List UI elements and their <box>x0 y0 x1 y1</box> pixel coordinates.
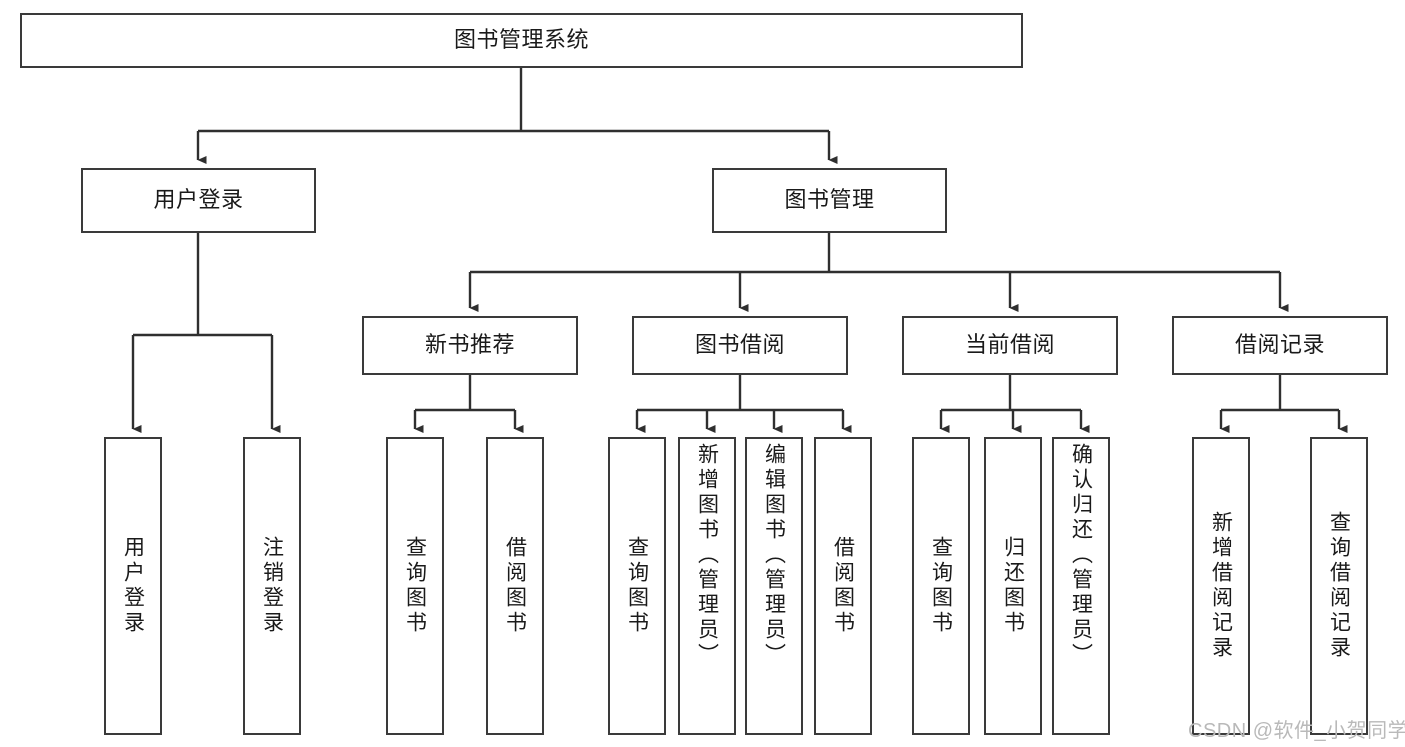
node-book-manage[interactable]: 图书管理 <box>712 168 947 233</box>
node-borrow-record[interactable]: 借阅记录 <box>1172 316 1388 375</box>
node-leaf-borrow-book-2-label: 借阅图书 <box>831 536 855 636</box>
node-leaf-query-book-3-label: 查询图书 <box>929 536 953 636</box>
node-user-login[interactable]: 用户登录 <box>81 168 316 233</box>
node-leaf-logout-login[interactable]: 注销登录 <box>243 437 301 735</box>
node-leaf-query-book-3[interactable]: 查询图书 <box>912 437 970 735</box>
node-new-book-recommend-label: 新书推荐 <box>424 332 515 358</box>
node-leaf-edit-book-admin[interactable]: 编辑图书（管理员） <box>745 437 803 735</box>
node-book-manage-label: 图书管理 <box>784 187 875 213</box>
node-root[interactable]: 图书管理系统 <box>20 13 1023 68</box>
node-leaf-logout-login-label: 注销登录 <box>260 536 284 636</box>
node-leaf-return-book-label: 归还图书 <box>1001 536 1025 636</box>
connector-lines <box>131 68 1348 433</box>
node-leaf-query-book-1[interactable]: 查询图书 <box>386 437 444 735</box>
node-user-login-label: 用户登录 <box>153 187 244 213</box>
node-leaf-add-book-admin-label: 新增图书（管理员） <box>695 443 719 668</box>
node-leaf-add-borrow-record[interactable]: 新增借阅记录 <box>1192 437 1250 735</box>
node-leaf-query-book-1-label: 查询图书 <box>403 536 427 636</box>
node-book-borrow[interactable]: 图书借阅 <box>632 316 848 375</box>
node-leaf-return-book[interactable]: 归还图书 <box>984 437 1042 735</box>
node-leaf-borrow-book-1[interactable]: 借阅图书 <box>486 437 544 735</box>
node-leaf-user-login[interactable]: 用户登录 <box>104 437 162 735</box>
node-leaf-query-book-2-label: 查询图书 <box>625 536 649 636</box>
node-leaf-confirm-return-admin-label: 确认归还（管理员） <box>1069 443 1093 668</box>
node-leaf-query-borrow-record-label: 查询借阅记录 <box>1327 511 1351 661</box>
node-borrow-record-label: 借阅记录 <box>1234 332 1325 358</box>
node-leaf-query-book-2[interactable]: 查询图书 <box>608 437 666 735</box>
node-leaf-add-book-admin[interactable]: 新增图书（管理员） <box>678 437 736 735</box>
node-new-book-recommend[interactable]: 新书推荐 <box>362 316 578 375</box>
node-leaf-borrow-book-1-label: 借阅图书 <box>503 536 527 636</box>
node-current-borrow-label: 当前借阅 <box>964 332 1055 358</box>
node-root-label: 图书管理系统 <box>453 27 589 53</box>
node-leaf-user-login-label: 用户登录 <box>121 536 145 636</box>
node-book-borrow-label: 图书借阅 <box>694 332 785 358</box>
node-leaf-edit-book-admin-label: 编辑图书（管理员） <box>762 443 786 668</box>
node-leaf-borrow-book-2[interactable]: 借阅图书 <box>814 437 872 735</box>
node-leaf-confirm-return-admin[interactable]: 确认归还（管理员） <box>1052 437 1110 735</box>
node-current-borrow[interactable]: 当前借阅 <box>902 316 1118 375</box>
node-leaf-add-borrow-record-label: 新增借阅记录 <box>1209 511 1233 661</box>
node-leaf-query-borrow-record[interactable]: 查询借阅记录 <box>1310 437 1368 735</box>
